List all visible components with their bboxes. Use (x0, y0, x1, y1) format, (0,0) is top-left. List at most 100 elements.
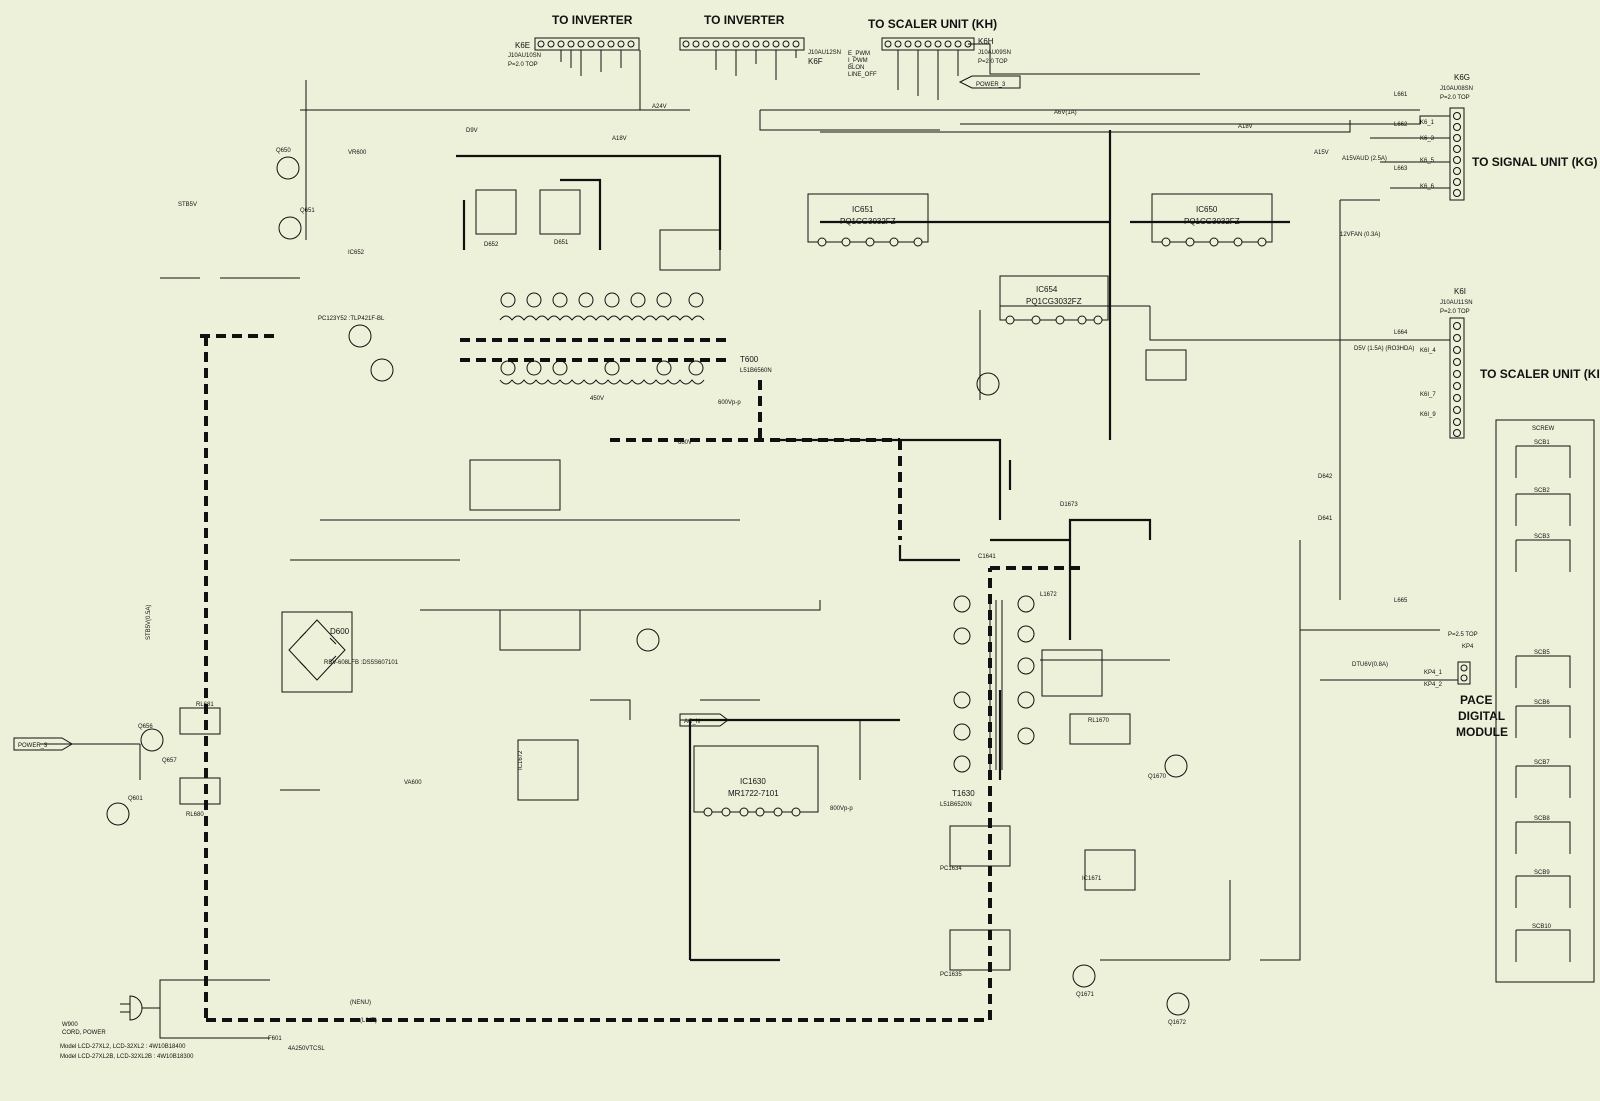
label-q1670: Q1670 (1148, 774, 1167, 780)
label-q656: Q656 (138, 724, 153, 730)
ic651-block: IC651 PQ1CG3032FZ (807, 193, 929, 247)
k6h-pitch: P=2.0 TOP (978, 59, 1008, 65)
rail-a15v: A15V (1314, 150, 1329, 156)
power3-top-text: POWER_3 (976, 82, 1006, 88)
rail-600vpp: 600Vp-p (718, 400, 741, 406)
to-inverter-label-2: TO INVERTER (704, 13, 785, 27)
ic654-name: IC654 (1036, 285, 1058, 294)
label-l1672: L1672 (1040, 592, 1057, 598)
ic650-name: IC650 (1196, 205, 1218, 214)
rail-stb5v-flag: STB5V (178, 202, 197, 208)
connector-k6g: K6G J10AU08SN P=2.0 TOP K6_1 K6_3 K6_5 K… (1420, 73, 1473, 201)
connector-k6i: K6I J10AU11SN P=2.0 TOP K6I_4 K6I_7 K6I_… (1420, 287, 1473, 439)
k6e-name: K6E (515, 41, 530, 50)
bridge-rectifier-d600: D600 RBV-608LFB :DS5S607101 (281, 611, 399, 693)
label-ic1671: IC1671 (1082, 876, 1102, 882)
k6g-pin-1: K6_1 (1420, 120, 1435, 126)
ic651-part: PQ1CG3032FZ (840, 217, 896, 226)
k6e-part: J10AU10SN (508, 53, 541, 59)
k6g-pin-5: K6_5 (1420, 158, 1435, 164)
kp4-name: KP4 (1462, 644, 1474, 650)
connector-kp4: P=2.5 TOP KP4 KP4_1 KP4_2 (1424, 632, 1478, 688)
power3-flag-top: POWER_3 (958, 75, 1021, 89)
transformer-t1630: T1630 L51B6520N (940, 595, 1035, 808)
rail-a15vaud: A15VAUD (2.5A) (1342, 156, 1387, 162)
k6i-pin-4: K6I_4 (1420, 348, 1436, 354)
k6i-pitch: P=2.0 TOP (1440, 309, 1470, 315)
screw-scb6: SCB6 (1534, 700, 1550, 706)
pace-module-line-2: DIGITAL (1458, 709, 1505, 723)
label-q1672: Q1672 (1168, 1020, 1187, 1026)
label-q650: Q650 (276, 148, 291, 154)
rail-d5v: D5V (1.5A) (RO3HDA) (1354, 346, 1414, 352)
ic1630-part: MR1722-7101 (728, 789, 779, 798)
label-vr600: VR600 (348, 150, 367, 156)
rail-a18v-1: A18V (612, 136, 627, 142)
k6h-part: J10AU09SN (978, 50, 1011, 56)
label-q1671: Q1671 (1076, 992, 1095, 998)
rail-a24v: A24V (652, 104, 667, 110)
rail-600v: 600V (678, 440, 692, 446)
t600-name: T600 (740, 355, 759, 364)
note-fuse: F601 (268, 1036, 282, 1042)
t600-part: L51B6560N (740, 368, 772, 374)
label-d641: D641 (1318, 516, 1333, 522)
label-pc1634: PC1634 (940, 866, 962, 872)
ic650-part: PQ1CG3032FZ (1184, 217, 1240, 226)
k6i-pin-9: K6I_9 (1420, 412, 1436, 418)
rail-a6v: A6V(1A) (1054, 110, 1077, 116)
screw-scb10: SCB10 (1532, 924, 1552, 930)
kp4-pin-1: KP4_1 (1424, 670, 1443, 676)
label-rl680: RL680 (186, 812, 204, 818)
screw-scb5: SCB5 (1534, 650, 1550, 656)
power-plug (120, 979, 270, 1039)
label-l663: L663 (1394, 166, 1408, 172)
to-scaler-kh-label: TO SCALER UNIT (KH) (868, 17, 997, 31)
ac-n-flag: AC_N (679, 713, 729, 727)
screw-panel: SCREW SCB1 SCB2 SCB3 SCB5 SCB6 SCB7 SCB8… (1495, 419, 1595, 983)
k6g-pin-3: K6_3 (1420, 136, 1435, 142)
k6f-pin-i-pwm: I_PWM (848, 58, 868, 64)
power3-flag-left: POWER_3 (13, 737, 73, 751)
k6h-name: K6H (978, 37, 994, 46)
k6g-pin-6: K6_6 (1420, 184, 1435, 190)
label-rl1670: RL1670 (1088, 718, 1110, 724)
label-q601: Q601 (128, 796, 143, 802)
ic650-block: IC650 PQ1CG3032FZ (1151, 193, 1273, 247)
screw-panel-title: SCREW (1532, 426, 1555, 432)
screw-scb7: SCB7 (1534, 760, 1550, 766)
kp4-pitch: P=2.5 TOP (1448, 632, 1478, 638)
label-pc1635: PC1635 (940, 972, 962, 978)
label-d652: D652 (484, 242, 499, 248)
label-va600: VA600 (404, 780, 422, 786)
ic654-block: IC654 PQ1CG3032FZ (999, 275, 1109, 325)
k6f-pin-line-off: LINE_OFF (848, 72, 877, 78)
note-nenu: (NENU) (350, 1000, 371, 1006)
k6f-name: K6F (808, 57, 823, 66)
label-rl681: RL681 (196, 702, 214, 708)
k6i-name: K6I (1454, 287, 1466, 296)
label-ic1672: IC1672 (518, 750, 524, 770)
d600-part: RBV-608LFB :DS5S607101 (324, 660, 399, 666)
label-q657: Q657 (162, 758, 177, 764)
label-pc1: PC123Y52 :TLP421F-BL (318, 316, 385, 322)
rail-d9v: D9V (466, 128, 478, 134)
connector-k6f: K6F J10AU12SN E_PWM I_PWM BLON LINE_OFF (679, 37, 877, 78)
label-l665: L665 (1394, 598, 1408, 604)
power3-left-text: POWER_3 (18, 743, 48, 749)
label-l661: L661 (1394, 92, 1408, 98)
note-model-2: Model LCD-27XL2B, LCD-32XL2B : 4W10B1830… (60, 1054, 194, 1060)
t1630-name: T1630 (952, 789, 975, 798)
screw-scb9: SCB9 (1534, 870, 1550, 876)
label-l664: L664 (1394, 330, 1408, 336)
label-c1641: C1641 (978, 554, 996, 560)
ic654-part: PQ1CG3032FZ (1026, 297, 1082, 306)
k6f-pin-e-pwm: E_PWM (848, 51, 870, 57)
label-q651: Q651 (300, 208, 315, 214)
ic1630-name: IC1630 (740, 777, 766, 786)
screw-scb3: SCB3 (1534, 534, 1550, 540)
screw-scb2: SCB2 (1534, 488, 1550, 494)
pace-module-line-3: MODULE (1456, 725, 1508, 739)
label-d642: D642 (1318, 474, 1333, 480)
